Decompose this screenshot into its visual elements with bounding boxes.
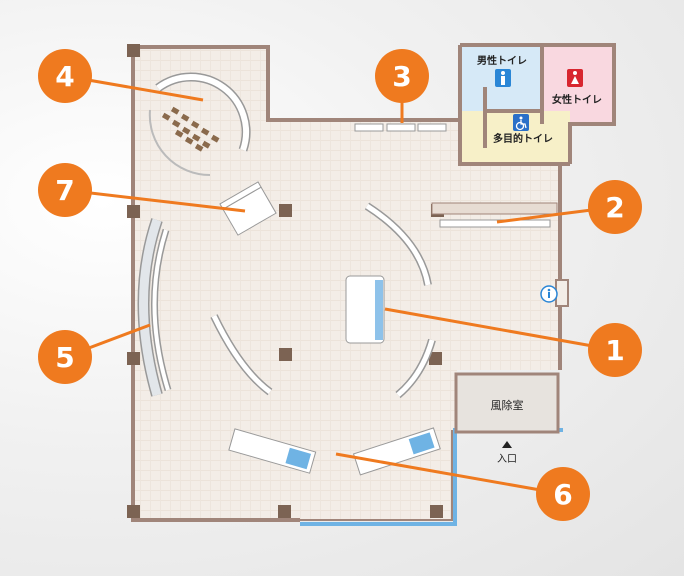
exhibit-2-counter [431,202,558,228]
svg-text:6: 6 [553,478,572,511]
callout-1[interactable]: 1 [588,323,642,377]
callout-4[interactable]: 4 [38,49,92,103]
female-person-icon [567,69,583,87]
callout-5[interactable]: 5 [38,330,92,384]
svg-text:2: 2 [605,191,624,224]
windbreak-room: 風除室 [454,372,560,434]
outer-wall [131,45,562,522]
multipurpose-toilet-label: 多目的トイレ [493,132,553,145]
exhibit-3-panels [354,123,447,132]
callout-7[interactable]: 7 [38,163,92,217]
callout-3[interactable]: 3 [375,49,429,103]
svg-text:4: 4 [55,60,74,93]
svg-text:1: 1 [605,334,624,367]
wheelchair-icon [513,114,529,131]
entrance-label: 入口 [497,454,517,465]
mens-toilet-label: 男性トイレ [477,54,527,67]
exhibit-6-cases [228,427,441,476]
exhibit-7-stand [219,181,277,236]
callout-2[interactable]: 2 [588,180,642,234]
exhibit-5-curved-wall [137,218,172,397]
svg-text:7: 7 [55,174,74,207]
toilet-walls [458,43,616,166]
exhibit-1-display [345,275,385,344]
exhibit-4-theater [148,72,251,177]
svg-text:5: 5 [55,341,74,374]
womens-toilet-label: 女性トイレ [552,93,602,106]
windbreak-room-label: 風除室 [491,398,524,412]
svg-text:3: 3 [392,60,411,93]
info-icon [540,279,569,307]
triangle-up-icon [502,441,512,448]
male-person-icon [495,69,511,87]
callout-6[interactable]: 6 [536,467,590,521]
